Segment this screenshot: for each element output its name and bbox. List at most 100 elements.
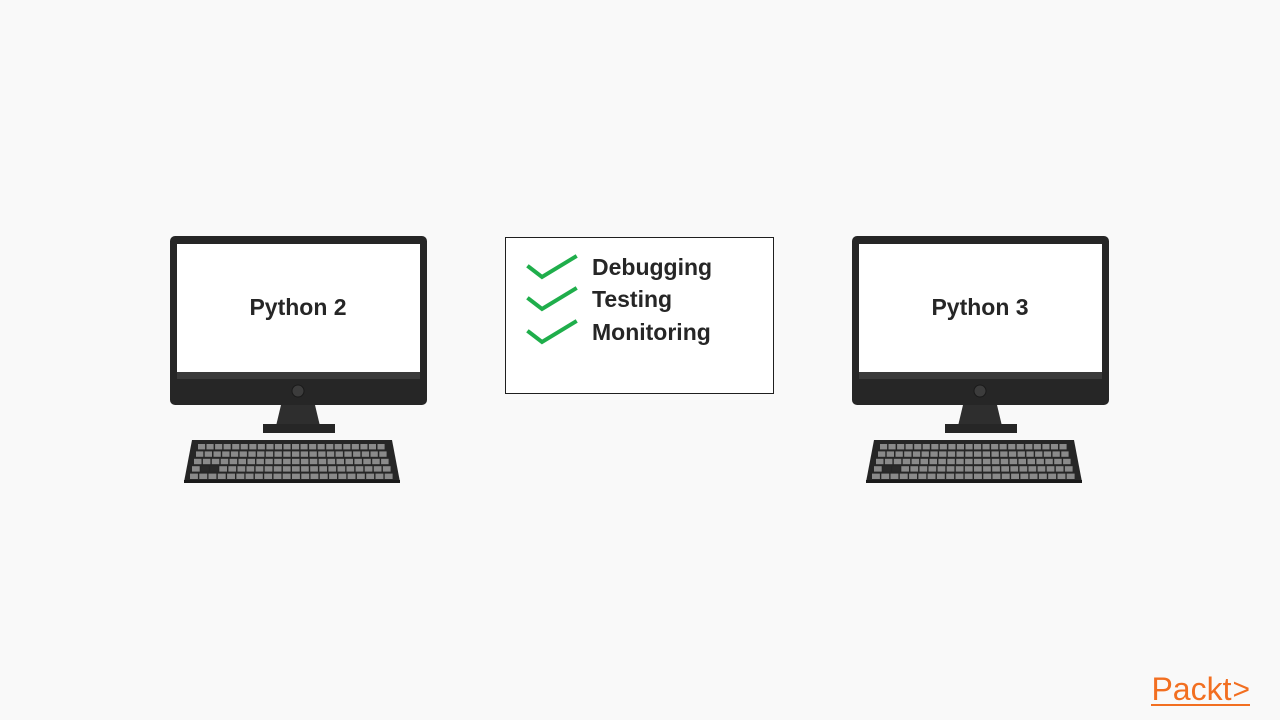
checklist-item-label: Testing <box>592 285 673 312</box>
keyboard-key <box>881 473 890 479</box>
keyboard-key <box>880 444 888 450</box>
logo-underline <box>1151 704 1250 706</box>
keyboard-key <box>991 451 999 457</box>
keyboard-key <box>974 466 982 472</box>
keyboard-key <box>310 473 319 479</box>
keyboard-key <box>897 444 905 450</box>
keyboard-key <box>982 458 991 465</box>
checkmark-icon <box>526 286 578 312</box>
keyboard-key <box>382 466 391 472</box>
keyboard-key <box>236 473 245 479</box>
keyboard-key <box>283 458 291 465</box>
keyboard-key <box>920 458 928 465</box>
keyboard-key <box>327 458 336 465</box>
keyboard-key <box>337 466 346 472</box>
keyboard-key <box>927 473 936 479</box>
keyboard-key <box>219 466 227 472</box>
checklist-panel: Debugging Testing Monitoring <box>505 237 774 394</box>
keyboard-key <box>946 466 955 472</box>
keyboard-key <box>255 466 264 472</box>
keyboard-key <box>1048 473 1057 479</box>
keyboard-key <box>217 473 226 479</box>
keyboard-key <box>1038 473 1047 479</box>
keyboard-key <box>282 466 291 472</box>
keyboard-key <box>237 466 246 472</box>
keyboard-key <box>892 466 900 472</box>
keyboard-key <box>1009 458 1018 465</box>
keyboard-key <box>947 458 955 465</box>
keyboard-key <box>206 444 214 450</box>
keyboard-key <box>204 451 212 457</box>
keyboard-key <box>964 473 973 479</box>
keyboard-key <box>190 473 198 479</box>
keyboard-key <box>318 458 327 465</box>
keyboard-key <box>213 451 221 457</box>
keyboard-key <box>319 473 328 479</box>
keyboard-key <box>336 458 344 465</box>
keyboard-key <box>199 473 208 479</box>
keyboard-key <box>946 473 955 479</box>
keyboard-key <box>1011 473 1019 479</box>
keyboard-key <box>1028 466 1037 472</box>
keyboard-key <box>222 451 230 457</box>
checklist-item-label: Monitoring <box>592 318 711 345</box>
keyboard-key <box>347 473 356 479</box>
keyboard-key <box>373 466 382 472</box>
keyboard-key <box>329 473 337 479</box>
keyboard-key <box>982 444 990 450</box>
keyboard-key <box>893 458 902 465</box>
keyboard-key <box>274 451 282 457</box>
keyboard-key <box>292 458 300 465</box>
keyboard-key <box>317 444 325 450</box>
keyboard-key <box>1036 458 1044 465</box>
computer-python-3: Python 3 <box>852 236 1112 486</box>
keyboard-key <box>991 458 1000 465</box>
keyboard-key <box>360 444 368 450</box>
keyboard-key <box>328 466 337 472</box>
keyboard-key <box>948 444 956 450</box>
keyboard-key <box>368 444 376 450</box>
keyboard-key <box>921 451 929 457</box>
keyboard-key <box>230 451 239 457</box>
keyboard-key <box>1001 466 1009 472</box>
keyboard-key <box>300 451 308 457</box>
keyboard-key <box>334 444 342 450</box>
keyboard-key <box>338 473 347 479</box>
monitor-label: Python 2 <box>249 293 347 320</box>
keyboard-key <box>264 473 273 479</box>
keyboard-key <box>274 458 282 465</box>
keyboard-key <box>274 444 282 450</box>
keyboard-key <box>1066 473 1075 479</box>
keyboard-key <box>939 451 947 457</box>
keyboard-key <box>265 451 274 457</box>
keyboard-key <box>895 451 903 457</box>
keyboard-key <box>937 466 946 472</box>
keyboard-key <box>983 466 991 472</box>
computer-python-2: Python 2 <box>170 236 430 486</box>
checklist-item: Debugging <box>526 252 712 282</box>
keyboard-key <box>974 444 982 450</box>
keyboard-key <box>256 458 264 465</box>
keyboard-key <box>282 473 291 479</box>
keyboard-key <box>344 451 352 457</box>
keyboard-key <box>283 444 291 450</box>
keyboard-key <box>883 466 891 472</box>
keyboard-key <box>246 466 255 472</box>
keyboard-key <box>965 458 973 465</box>
keyboard-key <box>292 473 300 479</box>
keyboard-key <box>955 473 964 479</box>
keyboard-key <box>992 466 1000 472</box>
logo-chevron: > <box>1232 672 1250 706</box>
keyboard-key <box>1010 466 1019 472</box>
keyboard-key <box>902 458 911 465</box>
keyboard-key <box>292 466 300 472</box>
keyboard-key <box>343 444 351 450</box>
keyboard-key <box>248 451 256 457</box>
keyboard-key <box>1017 451 1025 457</box>
keyboard-key <box>370 451 378 457</box>
keyboard-key <box>939 444 947 450</box>
keyboard-key <box>1050 444 1058 450</box>
keyboard-key <box>215 444 223 450</box>
keyboard-key <box>912 451 921 457</box>
keyboard-key <box>309 458 318 465</box>
